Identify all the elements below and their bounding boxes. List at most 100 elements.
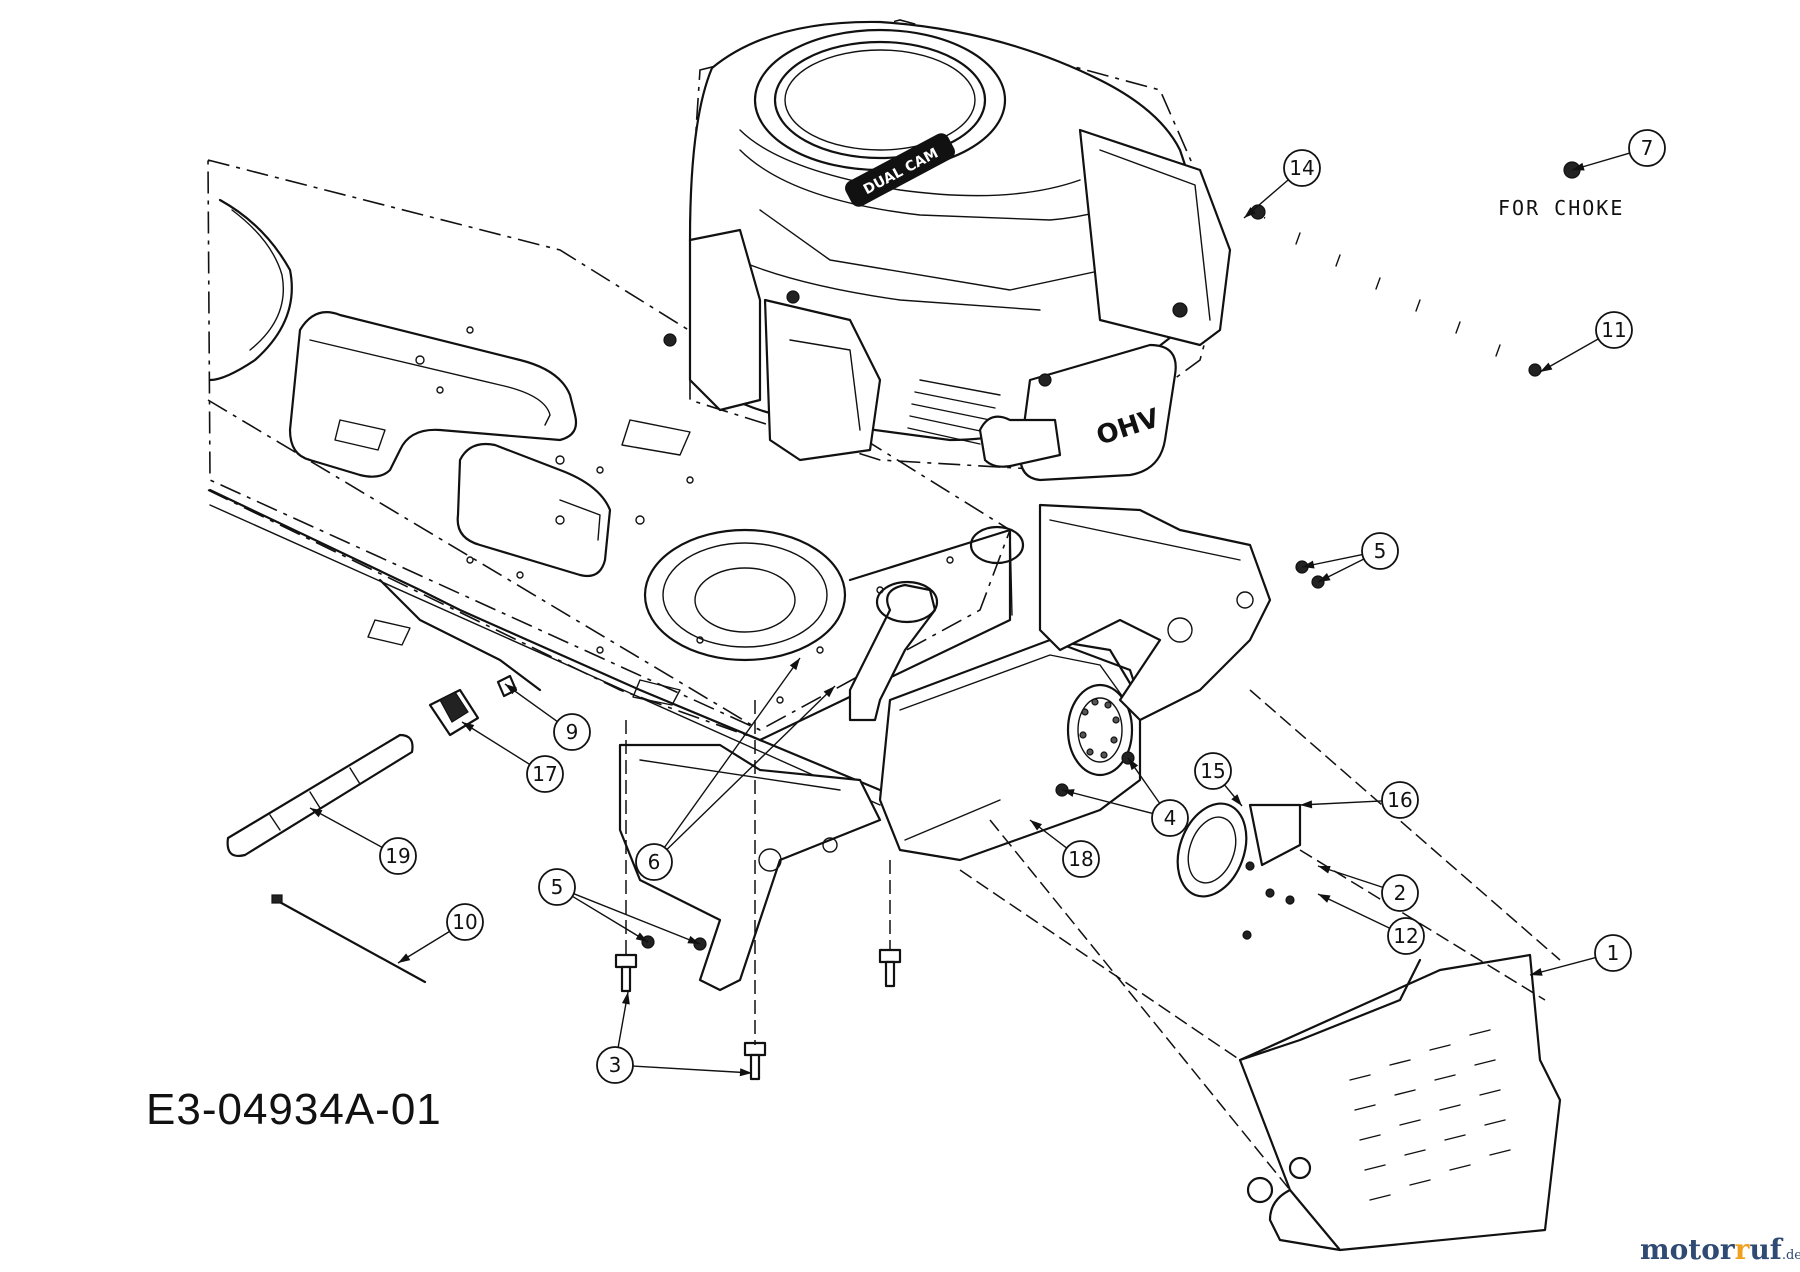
callout-19: 19	[379, 837, 417, 875]
callout-1: 1	[1594, 934, 1632, 972]
callout-9: 9	[553, 713, 591, 751]
leader-line-19	[309, 807, 383, 848]
leader-arrow-3	[621, 992, 630, 1005]
muffler	[848, 525, 1142, 862]
leader-arrow-2	[1318, 865, 1331, 874]
callout-circle	[538, 868, 576, 906]
callout-label: 2	[1394, 881, 1407, 905]
callout-label: 6	[648, 850, 661, 874]
callout-circle	[1387, 917, 1425, 955]
frame-holes	[415, 326, 954, 704]
callout-4: 4	[1151, 799, 1189, 837]
callout-label: 3	[609, 1053, 622, 1077]
watermark-brand-a: motor	[1640, 1233, 1735, 1266]
callout-label: 5	[1374, 539, 1387, 563]
leader-line-12	[1317, 893, 1391, 929]
callout-label: 7	[1641, 136, 1654, 160]
leader-arrow-18	[1030, 820, 1042, 831]
callout-circle	[1361, 532, 1399, 570]
callout-10: 10	[446, 903, 484, 941]
choke-cable	[1263, 161, 1581, 377]
leader-arrow-4	[1062, 789, 1075, 797]
callout-label: 16	[1387, 788, 1412, 812]
spark-arrestor	[1176, 802, 1302, 940]
leader-arrow-7	[1572, 162, 1585, 171]
callout-circle	[379, 837, 417, 875]
callout-label: 9	[566, 720, 579, 744]
right-mounting-bracket	[1038, 503, 1325, 722]
callout-7: 7	[1628, 129, 1666, 167]
callout-circle	[635, 843, 673, 881]
leader-line-6	[663, 657, 801, 848]
leader-arrow-14	[1244, 207, 1256, 218]
leader-arrow-5	[687, 935, 700, 944]
leader-arrow-9	[505, 684, 518, 695]
leader-line-5	[572, 895, 649, 943]
leader-arrow-15	[1231, 794, 1242, 806]
leader-line-16	[1299, 800, 1383, 806]
leader-line-5	[573, 893, 701, 945]
callout-12: 12	[1387, 917, 1425, 955]
left-mounting-bracket	[618, 743, 882, 992]
callout-label: 14	[1289, 156, 1314, 180]
leader-arrow-12	[1318, 894, 1331, 903]
callout-3: 3	[596, 1046, 634, 1084]
leader-arrow-16	[1300, 800, 1313, 809]
watermark-logo: motorruf.de	[1640, 1233, 1800, 1266]
leader-arrow-17	[462, 722, 475, 732]
callout-label: 4	[1164, 806, 1177, 830]
heat-shield-vents	[1349, 1029, 1511, 1201]
callout-circle	[1595, 311, 1633, 349]
leader-line-3	[632, 1065, 753, 1074]
callout-18: 18	[1062, 840, 1100, 878]
loose-parts	[226, 674, 1561, 1191]
leader-line-17	[461, 721, 531, 766]
callout-6: 6	[635, 843, 673, 881]
leader-line-6	[666, 685, 836, 850]
callout-label: 10	[452, 910, 477, 934]
callout-circle	[1628, 129, 1666, 167]
callout-circle	[596, 1046, 634, 1084]
watermark-tld: .de	[1781, 1248, 1800, 1263]
leader-arrow-6	[823, 686, 835, 698]
callout-16: 16	[1381, 781, 1419, 819]
callout-label: 17	[532, 762, 557, 786]
leader-arrow-6	[789, 658, 800, 671]
callout-label: 11	[1601, 318, 1626, 342]
leader-arrow-5	[1318, 573, 1331, 582]
callout-label: 15	[1200, 759, 1225, 783]
callout-label: 12	[1393, 924, 1418, 948]
leader-arrow-11	[1540, 362, 1553, 372]
callout-2: 2	[1381, 874, 1419, 912]
leader-line-4	[1061, 789, 1153, 815]
leader-arrow-19	[310, 808, 323, 818]
leader-arrow-10	[398, 953, 411, 963]
leader-arrow-5	[635, 932, 648, 942]
callout-circle	[1594, 934, 1632, 972]
callout-circle	[1381, 874, 1419, 912]
watermark-brand-b: uf	[1749, 1233, 1782, 1266]
leader-arrow-4	[1128, 758, 1139, 771]
callout-label: 19	[385, 844, 410, 868]
callout-15: 15	[1194, 752, 1232, 790]
callout-5: 5	[1361, 532, 1399, 570]
leader-arrow-3	[739, 1068, 752, 1077]
callout-17: 17	[526, 755, 564, 793]
drawing-code: E3-04934A-01	[146, 1085, 442, 1134]
callout-label: 1	[1607, 941, 1620, 965]
leader-arrow-1	[1530, 968, 1543, 976]
callout-label: 5	[551, 875, 564, 899]
callout-circle	[553, 713, 591, 751]
callout-label: 18	[1068, 847, 1093, 871]
heat-shield	[1238, 953, 1562, 1252]
callout-circle	[1151, 799, 1189, 837]
choke-note: FOR CHOKE	[1498, 196, 1625, 220]
callout-11: 11	[1595, 311, 1633, 349]
callout-circle	[1283, 149, 1321, 187]
engine: DUAL CAM OHV	[663, 19, 1266, 482]
leader-arrow-5	[1302, 560, 1315, 569]
watermark-brand-accent: r	[1734, 1233, 1750, 1266]
